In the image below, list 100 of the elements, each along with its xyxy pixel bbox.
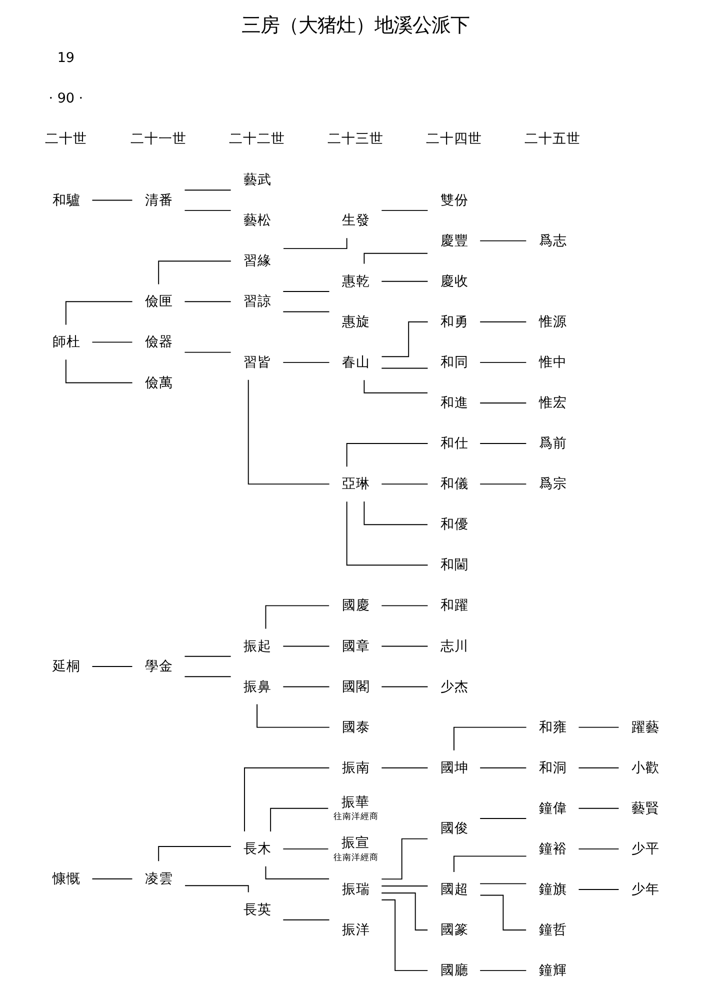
node-text: 鐘偉 — [538, 800, 566, 816]
connector — [282, 848, 328, 850]
connector — [282, 686, 330, 688]
node-label: 往南洋經商 — [332, 852, 378, 863]
connector — [380, 605, 428, 606]
node-text: 惟中 — [538, 354, 566, 371]
label: 二十一世 — [130, 131, 186, 148]
node-label: 往南洋經商 — [332, 812, 378, 822]
node-text: 振南 — [341, 760, 370, 776]
connector — [184, 210, 231, 211]
node-text: 和雍 — [538, 719, 566, 736]
connector — [91, 666, 132, 667]
node-text: 和仕 — [440, 436, 468, 452]
label: 19 — [56, 50, 74, 66]
connector — [64, 301, 132, 326]
node-text: 和進 — [440, 395, 468, 412]
label: · 90 · — [48, 90, 83, 107]
connector — [184, 676, 231, 678]
node-text: 國慶 — [341, 598, 370, 614]
node-text: 鐘旗 — [538, 882, 566, 898]
connector — [282, 311, 330, 312]
connector — [282, 362, 330, 363]
connector — [479, 362, 526, 363]
connector — [363, 501, 428, 526]
connector — [282, 291, 330, 292]
node-text: 春山 — [341, 354, 370, 371]
label: 二十四世 — [425, 131, 482, 148]
node-text: 延桐 — [52, 658, 80, 675]
connector — [256, 704, 330, 728]
node-text: 振洋 — [341, 922, 370, 938]
connector — [479, 402, 526, 404]
connector — [380, 838, 428, 880]
connector — [578, 808, 619, 809]
node-text: 和勇 — [440, 314, 468, 330]
connector — [380, 767, 428, 768]
node-text: 小歡 — [631, 760, 660, 776]
node-text: 學金 — [144, 658, 173, 675]
connector — [184, 301, 231, 302]
node-text: 慶豐 — [440, 232, 468, 249]
node-text: 惠乾 — [341, 273, 370, 290]
node-text: 藝松 — [243, 212, 272, 229]
connector — [380, 646, 428, 647]
connector — [346, 443, 428, 468]
connector — [380, 484, 428, 485]
node-text: 鐘輝 — [538, 962, 566, 979]
node-text: 習皆 — [243, 354, 272, 371]
node-text: 少杰 — [440, 678, 468, 695]
node-text: 亞琳 — [341, 476, 370, 492]
connector — [380, 686, 428, 688]
connector — [479, 240, 526, 242]
connector — [578, 726, 619, 728]
node-text: 生發 — [341, 212, 370, 229]
connector — [91, 878, 132, 880]
node-text: 長木 — [243, 840, 272, 857]
node-text: 振起 — [243, 638, 272, 654]
connector — [184, 352, 231, 353]
node-text: 儉匣 — [144, 294, 173, 310]
connector — [282, 919, 330, 920]
node-text: 國章 — [341, 638, 370, 654]
connector — [479, 894, 526, 930]
connector — [380, 368, 428, 369]
node-text: 慶收 — [440, 273, 468, 290]
connector — [158, 260, 231, 285]
node-text: 和儀 — [440, 476, 468, 492]
connector — [479, 970, 526, 972]
connector — [247, 379, 330, 485]
connector — [380, 899, 428, 972]
connector — [264, 605, 330, 630]
node-text: 清番 — [144, 192, 173, 208]
connector — [270, 808, 328, 832]
connector — [184, 656, 231, 657]
node-text: 國超 — [440, 882, 468, 898]
node-text: 國坤 — [440, 760, 468, 776]
connector — [452, 856, 526, 873]
node-text: 鐘哲 — [538, 922, 566, 938]
label: 二十五世 — [524, 131, 580, 148]
connector — [363, 380, 428, 394]
connector — [578, 848, 619, 850]
node-text: 長英 — [243, 902, 272, 918]
node-text: 和驢 — [52, 192, 80, 208]
node-text: 國篆 — [440, 922, 468, 938]
node-text: 振華 — [341, 794, 370, 811]
node-text: 雙份 — [440, 192, 468, 208]
node-text: 爲宗 — [538, 476, 566, 492]
node-text: 慷慨 — [52, 870, 80, 887]
connector — [578, 889, 619, 890]
node-text: 惠旋 — [341, 314, 370, 330]
node-text: 和同 — [440, 354, 468, 371]
connector — [479, 321, 526, 322]
connector — [479, 883, 526, 884]
node-text: 和優 — [440, 516, 468, 533]
node-text: 儉器 — [144, 334, 173, 350]
node-text: 惟源 — [538, 314, 566, 330]
connector — [380, 321, 428, 358]
connector — [244, 767, 330, 832]
node-text: 凌雲 — [144, 870, 173, 887]
connector — [282, 646, 330, 647]
node-text: 惟宏 — [538, 395, 566, 412]
connector — [64, 359, 132, 384]
connector — [578, 767, 619, 768]
